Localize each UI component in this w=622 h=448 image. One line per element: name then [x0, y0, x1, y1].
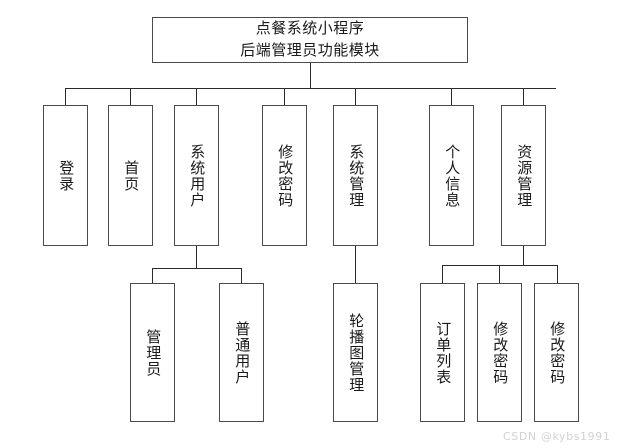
node-change-password-label: 修改密码 — [276, 143, 295, 208]
edge-drop-home — [130, 88, 131, 105]
node-root-label: 点餐系统小程序 后端管理员功能模块 — [240, 19, 380, 59]
node-change-password-3[interactable]: 修改密码 — [534, 283, 579, 422]
edge-level2-bus — [65, 88, 556, 89]
watermark: CSDN @kybs1991 — [503, 430, 611, 443]
node-login[interactable]: 登录 — [43, 105, 88, 246]
edge-drop-change-password-3 — [557, 265, 558, 283]
node-order-list[interactable]: 订单列表 — [420, 283, 465, 422]
node-login-label: 登录 — [57, 159, 76, 192]
node-resource-management[interactable]: 资源管理 — [501, 105, 546, 246]
node-carousel-management-label: 轮播图管理 — [347, 312, 366, 393]
edge-drop-normal-user — [241, 268, 242, 283]
node-profile[interactable]: 个人信息 — [429, 105, 474, 246]
node-home-label: 首页 — [122, 159, 141, 192]
edge-drop-chgpwd — [284, 88, 285, 105]
edge-drop-profile — [451, 88, 452, 105]
node-system-management[interactable]: 系统管理 — [333, 105, 378, 246]
node-profile-label: 个人信息 — [443, 143, 462, 208]
edge-drop-change-password-2 — [499, 265, 500, 283]
node-order-list-label: 订单列表 — [434, 320, 453, 385]
node-change-password[interactable]: 修改密码 — [262, 105, 307, 246]
node-admin-label: 管理员 — [144, 328, 163, 377]
node-carousel-management[interactable]: 轮播图管理 — [333, 283, 378, 422]
edge-drop-sysmgmt — [355, 88, 356, 105]
edge-sysmgmt-drop — [355, 246, 356, 283]
node-normal-user[interactable]: 普通用户 — [219, 283, 264, 422]
node-change-password-2-label: 修改密码 — [491, 320, 510, 385]
edge-drop-sysuser — [196, 88, 197, 105]
edge-resmgmt-drop — [523, 246, 524, 265]
node-normal-user-label: 普通用户 — [233, 320, 252, 385]
edge-drop-resmgmt — [523, 88, 524, 105]
node-home[interactable]: 首页 — [108, 105, 153, 246]
node-resource-management-label: 资源管理 — [515, 143, 534, 208]
edge-sysuser-bus — [152, 268, 241, 269]
node-system-user[interactable]: 系统用户 — [174, 105, 219, 246]
node-system-user-label: 系统用户 — [188, 143, 207, 208]
node-system-management-label: 系统管理 — [347, 143, 366, 208]
edge-drop-admin — [152, 268, 153, 283]
edge-root-drop — [310, 63, 311, 89]
edge-drop-login — [65, 88, 66, 105]
node-root[interactable]: 点餐系统小程序 后端管理员功能模块 — [152, 17, 468, 63]
node-change-password-2[interactable]: 修改密码 — [477, 283, 522, 422]
node-change-password-3-label: 修改密码 — [548, 320, 567, 385]
edge-sysuser-drop — [196, 246, 197, 268]
edge-drop-order-list — [442, 265, 443, 283]
node-admin[interactable]: 管理员 — [130, 283, 175, 422]
